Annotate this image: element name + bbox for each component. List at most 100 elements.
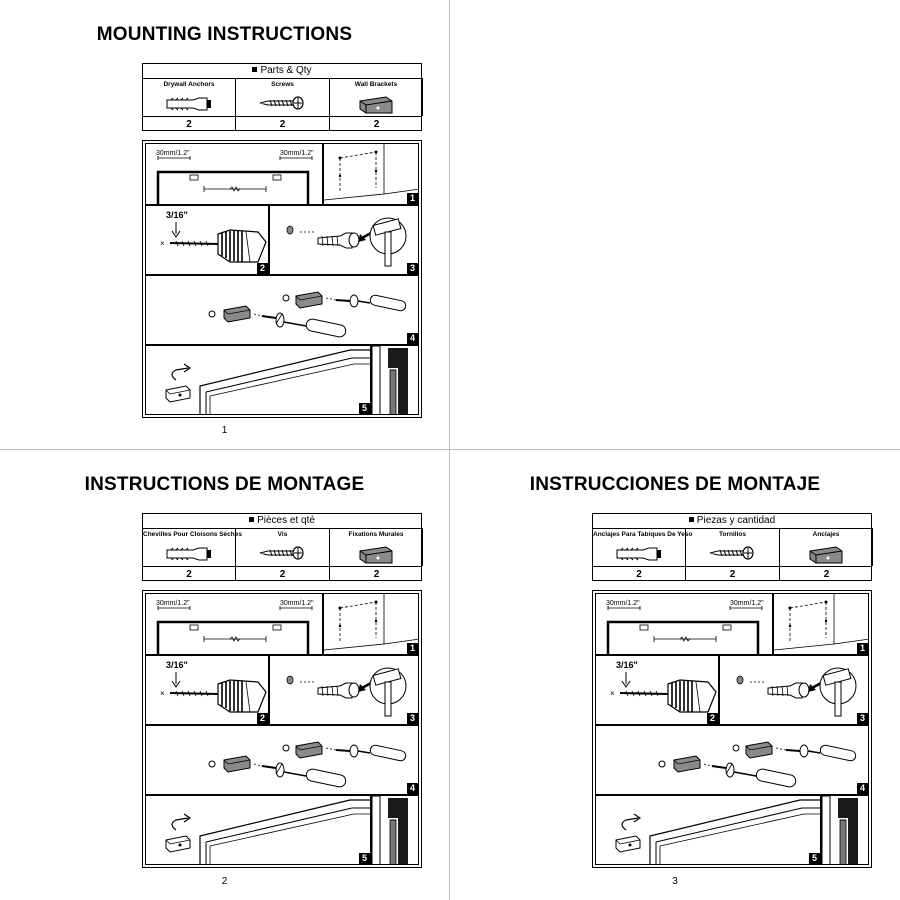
part-column-brackets: Wall Brackets	[330, 78, 423, 116]
quantity-cell: 2	[143, 117, 236, 131]
hammer-anchor-diagram	[736, 667, 857, 717]
drywall-anchor-icon	[166, 547, 211, 561]
step-1-wall-panel: 1	[323, 143, 419, 205]
step-number-badge: 3	[407, 263, 418, 274]
step-number-badge: 2	[257, 713, 268, 724]
part-column-anchors: Anclajes Para Tabiques De Yeso	[593, 528, 692, 566]
step-number-badge: 4	[407, 783, 418, 794]
part-column-anchors: Chevilles Pour Cloisons Sèches	[143, 528, 242, 566]
step-1-measure-panel: 30mm/1.2" 30mm/1.2"	[145, 593, 323, 655]
step-number-badge: 2	[707, 713, 718, 724]
part-column-brackets: Anclajes	[780, 528, 873, 566]
page-number: 1	[221, 425, 228, 436]
drill-size-label: 3/16"	[166, 660, 188, 670]
step-2-drill-panel: 3/16" × 2	[145, 205, 269, 275]
quantity-row: 2 2 2	[593, 566, 871, 581]
svg-text:×: ×	[160, 689, 165, 698]
step-4-bracket-panel: 4	[145, 725, 419, 795]
bracket-detail-diagram	[822, 796, 858, 864]
step-3-anchor-panel: 3	[719, 655, 869, 725]
step-4-bracket-panel: 4	[145, 275, 419, 345]
page-number: 3	[672, 876, 678, 887]
step-number-badge: 5	[359, 853, 370, 864]
steps-diagram: 30mm/1.2" 30mm/1.2" 1	[592, 590, 872, 868]
measurement-diagram: 30mm/1.2" 30mm/1.2"	[606, 600, 764, 654]
hang-frame-diagram	[165, 349, 370, 414]
instruction-page-french: INSTRUCTIONS DE MONTAGE Pièces et qté Ch…	[0, 450, 450, 900]
parts-header: Pièces et qté	[143, 514, 421, 529]
step-number-badge: 4	[407, 333, 418, 344]
step-number-badge: 3	[857, 713, 868, 724]
wall-bracket-icon	[809, 546, 843, 564]
part-label: Chevilles Pour Cloisons Sèches	[143, 531, 242, 538]
step-5-hang-panel: 5	[145, 345, 371, 415]
step-4-bracket-panel: 4	[595, 725, 869, 795]
part-column-anchors: Drywall Anchors	[143, 78, 236, 116]
part-label: Vis	[277, 531, 288, 538]
drill-size-label: 3/16"	[616, 660, 638, 670]
step-5-detail-panel	[371, 345, 419, 415]
steps-diagram: 30mm/1.2" 30mm/1.2" 1	[142, 140, 422, 418]
step-number-badge: 1	[857, 643, 868, 654]
quantity-cell: 2	[236, 117, 330, 131]
step-5-hang-panel: 5	[595, 795, 821, 865]
bracket-detail-diagram	[372, 346, 408, 414]
quantity-cell: 2	[686, 567, 780, 581]
bullet-square-icon	[252, 67, 258, 72]
step-number-badge: 1	[407, 193, 418, 204]
blank-page	[450, 0, 900, 450]
drill-size-label: 3/16"	[166, 210, 188, 220]
bullet-square-icon	[688, 517, 694, 522]
quantity-row: 2 2 2	[143, 566, 421, 581]
step-number-badge: 5	[809, 853, 820, 864]
part-label: Screws	[271, 81, 294, 88]
spacing-left-label: 30mm/1.2"	[156, 600, 190, 607]
quantity-cell: 2	[593, 567, 686, 581]
page-number: 2	[221, 876, 228, 887]
wall-bracket-icon	[359, 96, 393, 114]
part-column-screws: Screws	[236, 78, 330, 116]
parts-header-label: Parts & Qty	[260, 65, 312, 76]
bracket-detail-diagram	[372, 796, 408, 864]
measurement-diagram: 30mm/1.2" 30mm/1.2"	[156, 600, 314, 654]
drill-diagram: 3/16" ×	[160, 210, 267, 263]
svg-text:×: ×	[160, 239, 165, 248]
parts-header: Piezas y cantidad	[593, 514, 871, 529]
step-5-detail-panel	[371, 795, 419, 865]
page-title: INSTRUCCIONES DE MONTAJE	[529, 474, 821, 495]
hang-frame-diagram	[165, 799, 370, 864]
wall-marking-diagram	[774, 594, 868, 651]
spacing-right-label: 30mm/1.2"	[280, 600, 314, 607]
part-label: Fixations Murales	[348, 531, 404, 538]
spacing-right-label: 30mm/1.2"	[280, 150, 314, 157]
step-number-badge: 2	[257, 263, 268, 274]
drywall-anchor-icon	[616, 547, 661, 561]
part-label: Tornillos	[719, 531, 746, 538]
bracket-screw-diagram	[658, 741, 857, 788]
step-5-hang-panel: 5	[145, 795, 371, 865]
step-1-wall-panel: 1	[773, 593, 869, 655]
wall-marking-diagram	[324, 594, 418, 651]
step-1-measure-panel: 30mm/1.2" 30mm/1.2"	[145, 143, 323, 205]
spacing-right-label: 30mm/1.2"	[730, 600, 764, 607]
part-column-screws: Vis	[236, 528, 330, 566]
parts-table: Pièces et qté Chevilles Pour Cloisons Sè…	[142, 513, 423, 581]
part-column-brackets: Fixations Murales	[330, 528, 423, 566]
instruction-page-spanish: INSTRUCCIONES DE MONTAJE Piezas y cantid…	[450, 450, 900, 900]
quantity-row: 2 2 2	[143, 116, 421, 131]
part-label: Anclajes	[812, 531, 840, 538]
bullet-square-icon	[249, 517, 255, 522]
screw-icon	[259, 546, 304, 560]
quantity-cell: 2	[143, 567, 236, 581]
parts-table: Piezas y cantidad Anclajes Para Tabiques…	[592, 513, 873, 581]
wall-bracket-icon	[359, 546, 393, 564]
hammer-anchor-diagram	[286, 217, 407, 267]
parts-header: Parts & Qty	[143, 64, 421, 79]
wall-marking-diagram	[324, 144, 418, 201]
hang-frame-diagram	[615, 799, 820, 864]
hammer-anchor-diagram	[286, 667, 407, 717]
step-2-drill-panel: 3/16" × 2	[145, 655, 269, 725]
svg-text:×: ×	[610, 689, 615, 698]
parts-table: Parts & Qty Drywall Anchors Screws Wall …	[142, 63, 423, 131]
quantity-cell: 2	[373, 569, 380, 580]
